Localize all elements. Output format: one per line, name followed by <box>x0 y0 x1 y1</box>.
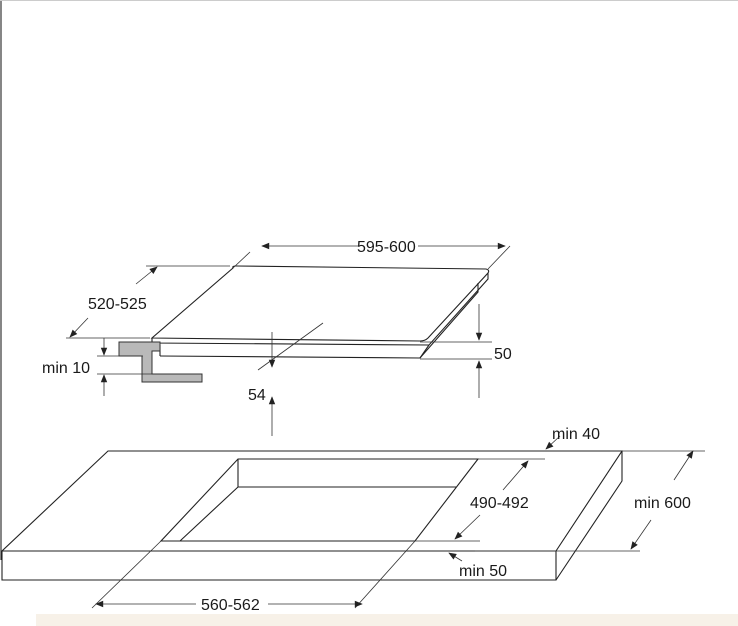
dim-hob-depth: 520-525 <box>66 265 230 339</box>
cutout-inner-edge <box>179 459 456 542</box>
hob-body-side <box>159 283 479 359</box>
dim-min-back: min 40 <box>478 426 705 460</box>
dim-worktop-depth: min 600 <box>556 450 694 552</box>
label-hob-height: 50 <box>494 346 512 363</box>
label-worktop-depth: min 600 <box>634 495 691 512</box>
label-min-gap: min 10 <box>42 360 90 377</box>
label-hob-width: 595-600 <box>357 239 416 256</box>
dim-hob-height: 50 <box>420 304 512 398</box>
label-min-front: min 50 <box>459 563 507 580</box>
dim-cutout-width: 560-562 <box>91 540 416 614</box>
dim-min-gap: min 10 <box>42 338 153 396</box>
label-below-hob: 54 <box>248 387 266 404</box>
dim-min-front: min 50 <box>448 550 556 580</box>
hob-top-surface <box>150 265 490 342</box>
hob-center-guide <box>257 322 324 371</box>
dim-hob-width: 595-600 <box>232 239 511 270</box>
worktop-profile <box>118 341 203 383</box>
dim-below-hob: 54 <box>248 332 276 436</box>
worktop-drawing <box>0 450 624 581</box>
cutout-outline <box>159 458 480 542</box>
dim-cutout-depth: 490-492 <box>415 460 529 542</box>
hob-body-corner <box>419 344 430 359</box>
bottom-strip <box>0 614 738 626</box>
hob-drawing <box>118 265 490 383</box>
label-cutout-width: 560-562 <box>201 597 260 614</box>
worktop-front-face <box>1 551 557 581</box>
bottom-strip-left <box>0 614 36 626</box>
label-cutout-depth: 490-492 <box>470 495 529 512</box>
label-hob-depth: 520-525 <box>88 296 147 313</box>
label-min-back: min 40 <box>552 426 600 443</box>
worktop-top-surface <box>0 450 624 552</box>
worktop-side-face <box>555 451 623 581</box>
hob-glass-edge <box>151 273 489 346</box>
